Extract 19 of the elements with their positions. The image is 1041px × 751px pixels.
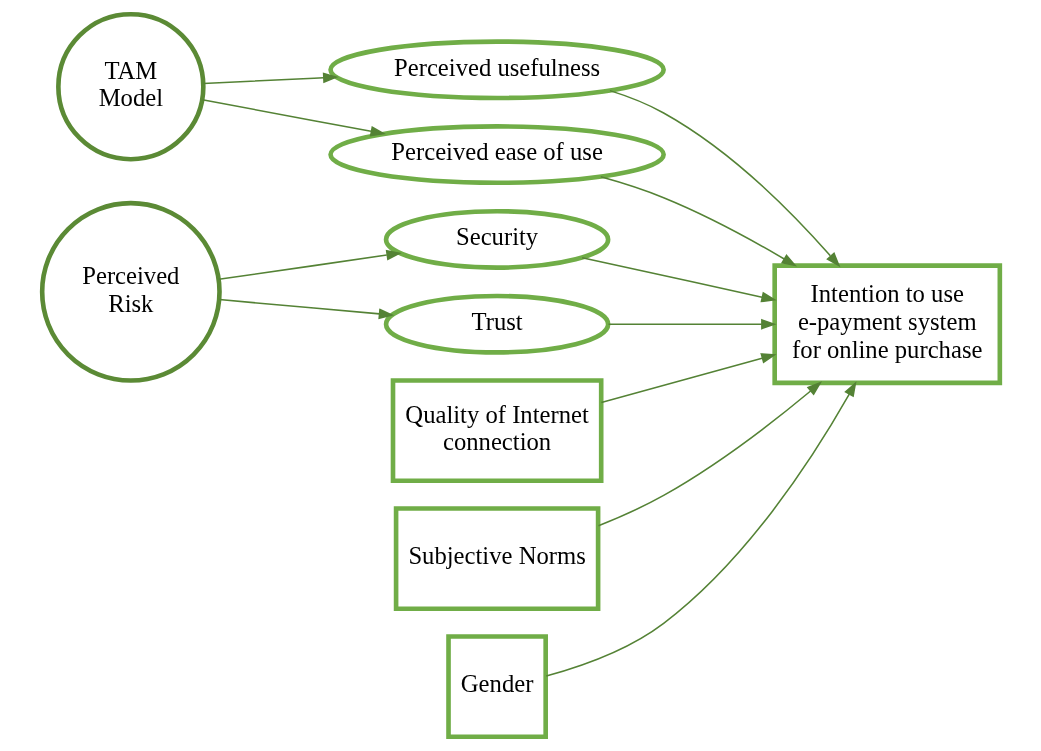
node-box: Subjective Norms — [393, 506, 600, 612]
arrow — [201, 99, 386, 137]
arrow — [545, 381, 857, 677]
arrow — [217, 249, 402, 281]
arrow — [580, 256, 777, 303]
arrow — [608, 89, 840, 268]
node-box: Intention to use e-payment system for online purchase — [771, 263, 1002, 386]
node-box: Gender — [445, 634, 548, 740]
node-circle: TAM Model — [55, 11, 206, 162]
node-ellipse: Perceived usefulness — [327, 39, 666, 101]
node-box: Quality of Internet connection — [390, 378, 603, 484]
arrow — [600, 353, 777, 404]
node-ellipse: Trust — [383, 293, 610, 355]
arrow — [202, 72, 338, 85]
arrow — [607, 318, 777, 330]
arrow — [218, 298, 394, 320]
arrow — [599, 176, 797, 267]
arrow — [597, 381, 822, 527]
node-circle: Perceived Risk — [39, 200, 222, 383]
